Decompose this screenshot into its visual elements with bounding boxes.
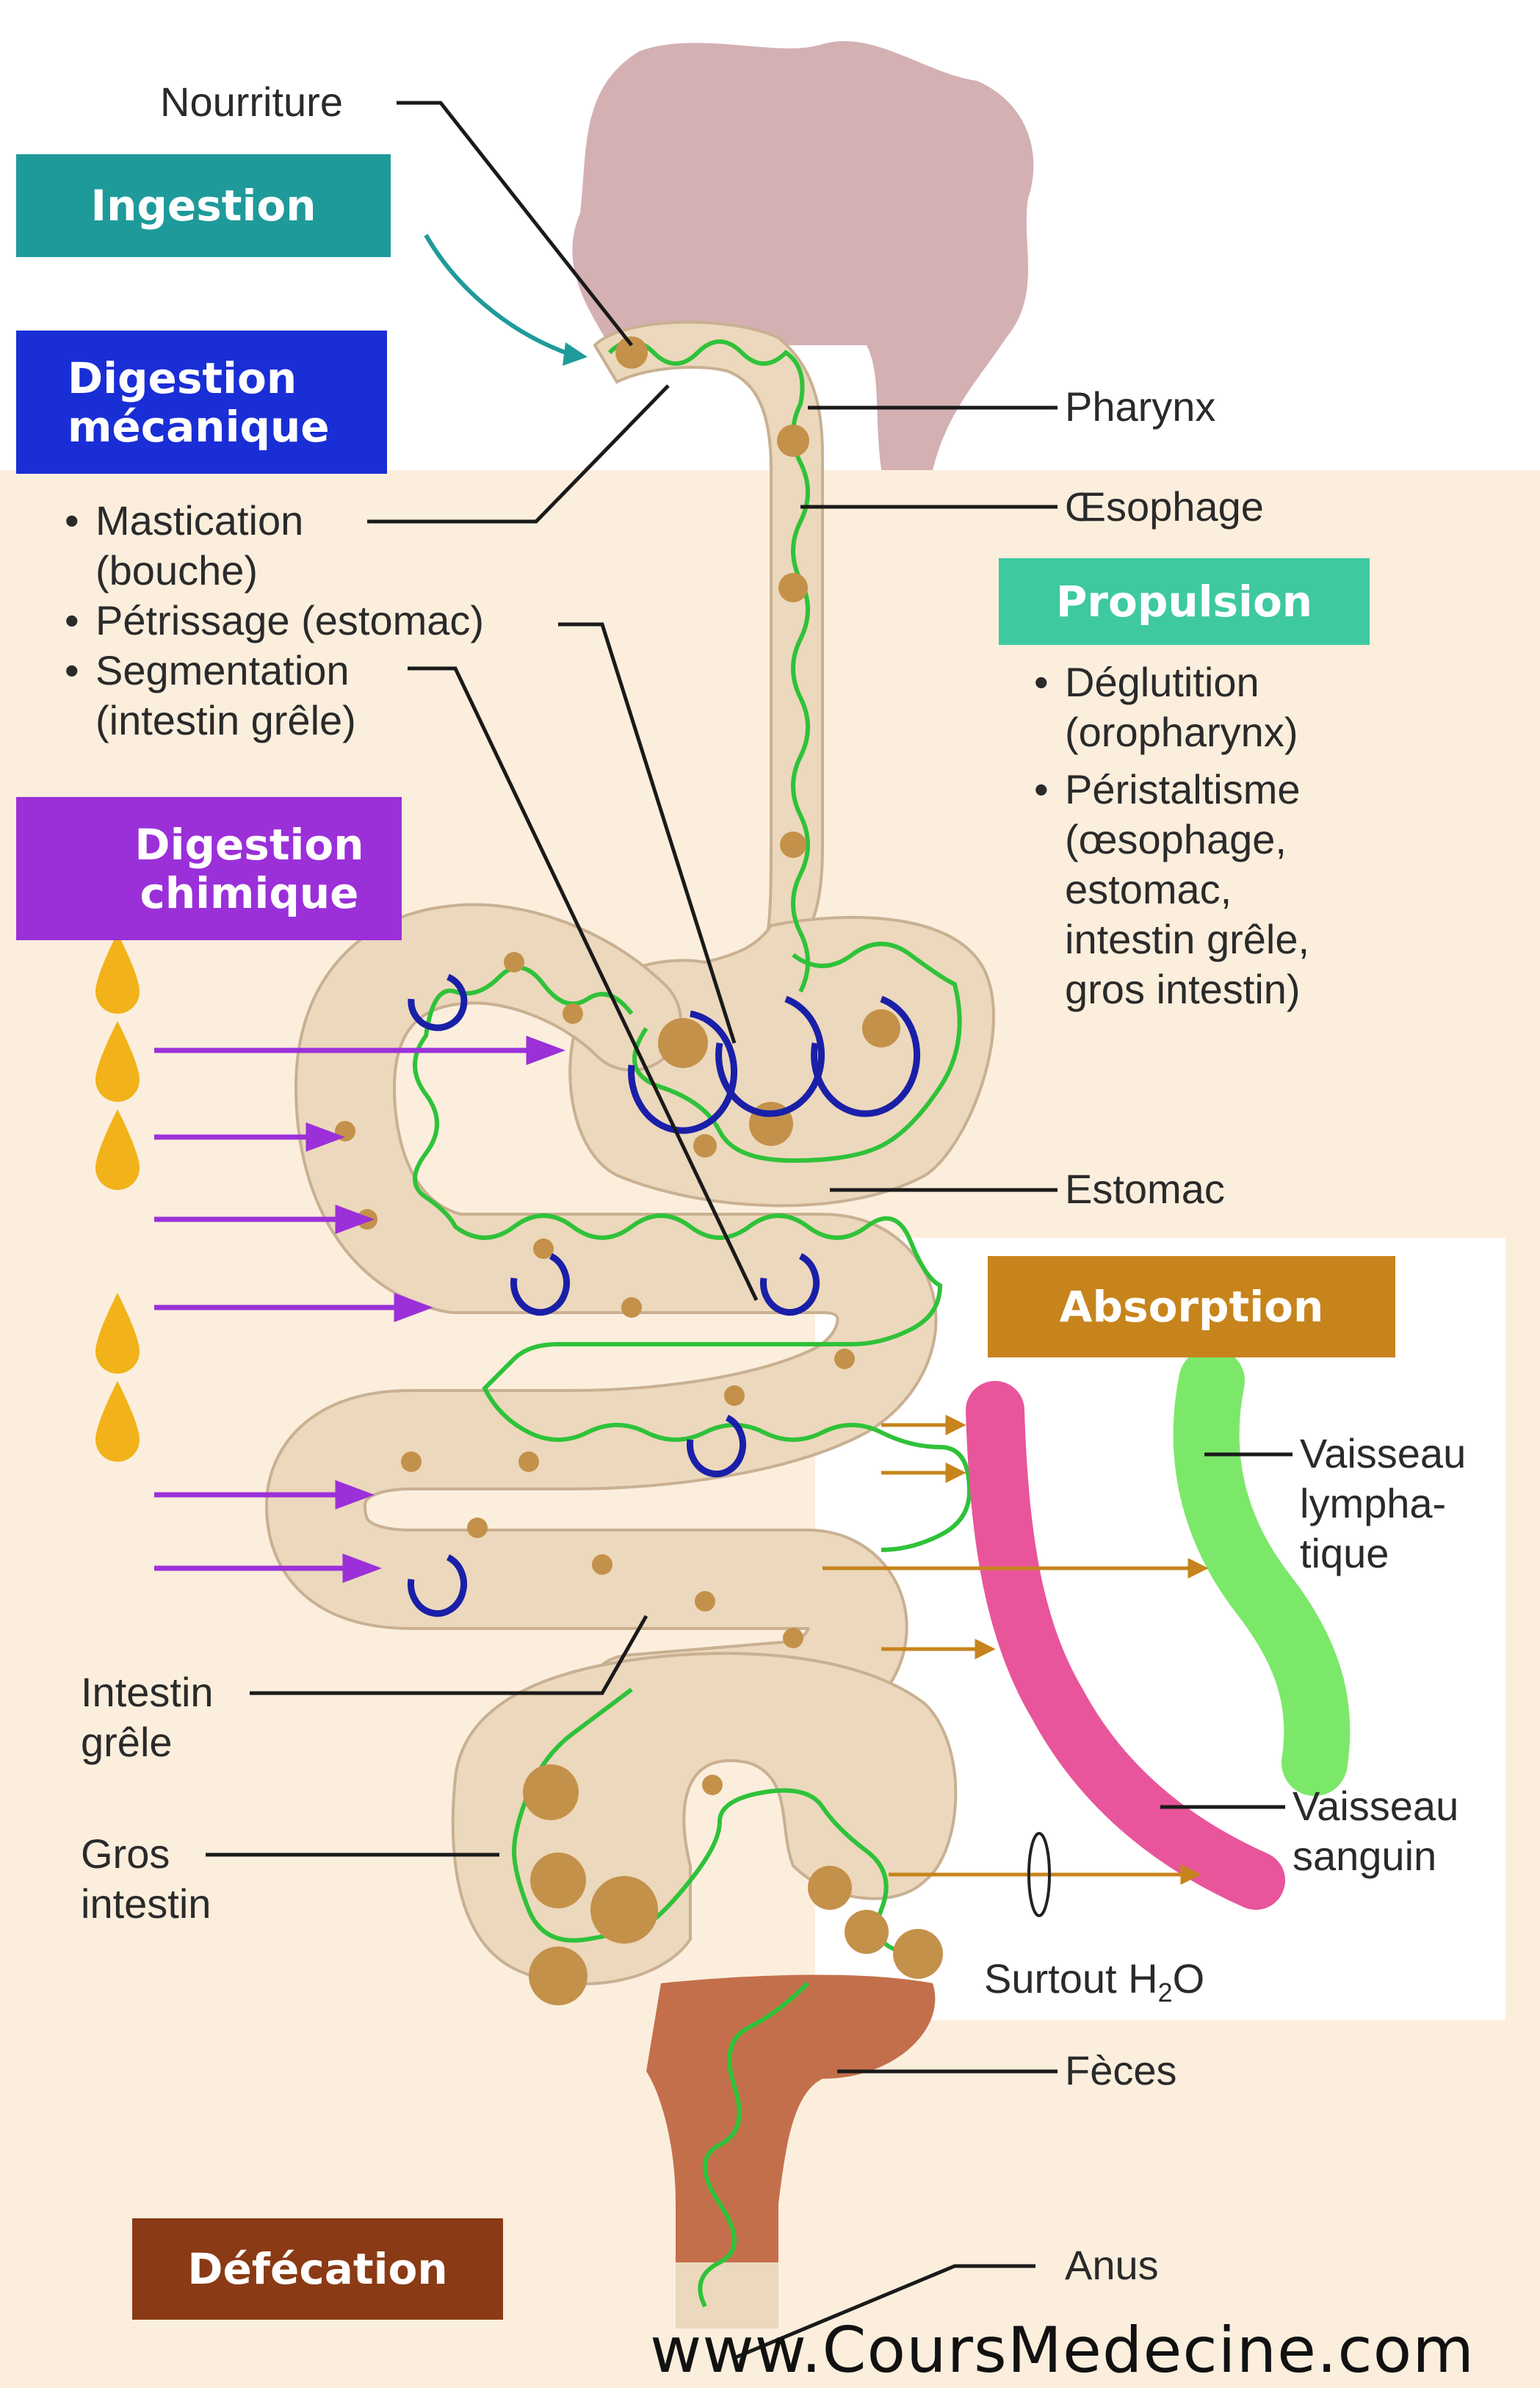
digestion-mecanique-box: Digestion mécanique [16, 331, 387, 474]
absorption-box: Absorption [988, 1256, 1395, 1357]
digestion-chimique-label: Digestion chimique [134, 820, 364, 917]
label-pharynx: Pharynx [1065, 382, 1215, 432]
mechanical-item: Mastication (bouche) [59, 496, 588, 596]
label-oesophage: Œsophage [1065, 482, 1264, 532]
label-intestin-grele: Intestin grêle [81, 1667, 214, 1767]
propulsion-label: Propulsion [1056, 577, 1312, 626]
digestion-mecanique-label: Digestion mécanique [68, 354, 330, 451]
propulsion-box: Propulsion [999, 558, 1370, 645]
ingestion-box: Ingestion [16, 154, 391, 257]
label-nourriture: Nourriture [160, 77, 343, 127]
propulsion-list: Déglutition (oropharynx) Péristaltisme (… [1028, 657, 1439, 1014]
label-vaisseau-lymphatique: Vaisseau lympha- tique [1300, 1429, 1466, 1579]
ingestion-arrow [426, 235, 565, 353]
mechanical-item: Segmentation (intestin grêle) [59, 646, 588, 746]
defecation-box: Défécation [132, 2218, 503, 2320]
ingestion-label: Ingestion [91, 181, 317, 230]
digestion-chimique-box: Digestion chimique [16, 797, 402, 940]
label-surtout-h2o: Surtout H2O [984, 1954, 1204, 2018]
label-anus: Anus [1065, 2240, 1159, 2290]
propulsion-item: Déglutition (oropharynx) [1028, 657, 1439, 757]
surtout-h-text: Surtout H [984, 1955, 1158, 2002]
ingestion-arrowhead [563, 342, 588, 366]
defecation-label: Défécation [187, 2245, 447, 2293]
label-estomac: Estomac [1065, 1164, 1225, 1214]
label-vaisseau-sanguin: Vaisseau sanguin [1293, 1781, 1458, 1881]
watermark: www.CoursMedecine.com [650, 2314, 1475, 2387]
absorption-label: Absorption [1060, 1283, 1324, 1331]
label-gros-intestin: Gros intestin [81, 1829, 211, 1929]
mechanical-item: Pétrissage (estomac) [59, 596, 588, 646]
h2o-subscript: 2 [1158, 1977, 1173, 2008]
mechanical-list: Mastication (bouche) Pétrissage (estomac… [59, 496, 588, 746]
h2o-o-text: O [1173, 1955, 1205, 2002]
propulsion-item: Péristaltisme (œsophage, estomac, intest… [1028, 765, 1439, 1014]
label-feces: Fèces [1065, 2046, 1177, 2096]
